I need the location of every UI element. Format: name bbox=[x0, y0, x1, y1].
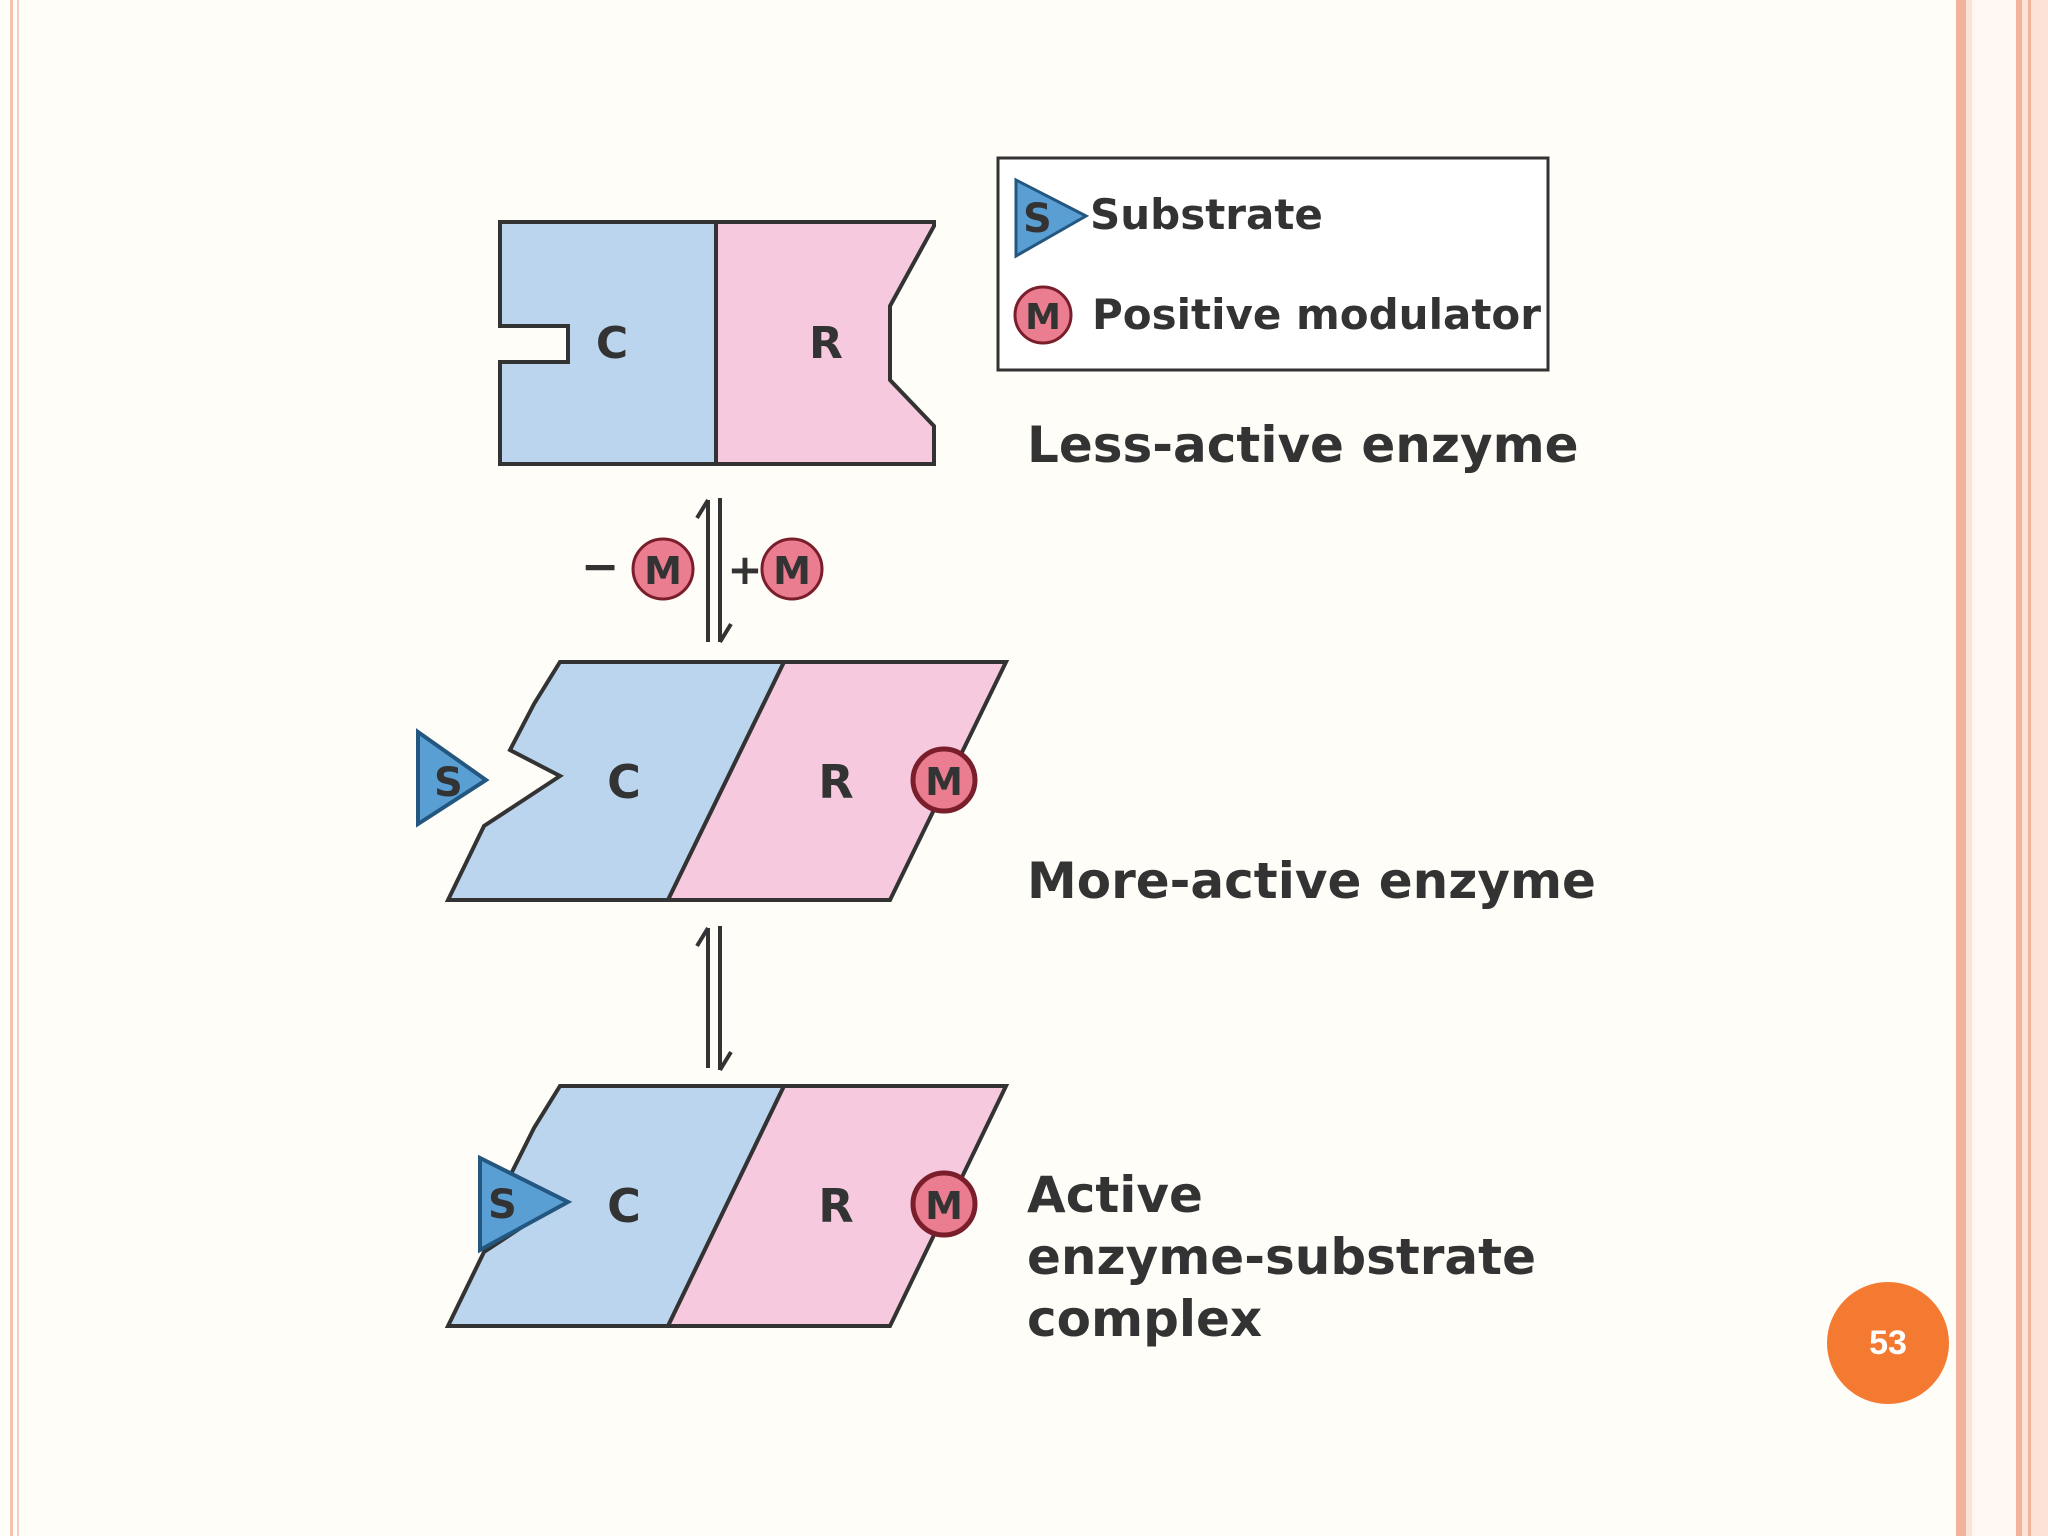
active-enzyme-substrate-complex: C R M S bbox=[444, 1084, 1010, 1328]
modulator-symbol: M bbox=[925, 1184, 963, 1228]
catalytic-label: C bbox=[596, 318, 628, 369]
more-active-enzyme: C R M S bbox=[416, 660, 1010, 902]
legend-substrate-icon: S bbox=[1014, 177, 1090, 259]
state-label-line: complex bbox=[1027, 1290, 1262, 1348]
regulatory-label: R bbox=[818, 755, 853, 809]
regulatory-label: R bbox=[809, 318, 843, 369]
legend-substrate-label: Substrate bbox=[1090, 190, 1323, 239]
add-modulator-sign: + bbox=[727, 545, 762, 594]
modulator-bound-icon: M bbox=[910, 1170, 978, 1238]
catalytic-label: C bbox=[607, 755, 641, 809]
less-active-enzyme: C R bbox=[498, 220, 936, 466]
state-label-active-complex: Active enzyme-substrate complex bbox=[1027, 1166, 1553, 1348]
bound-substrate-icon: S bbox=[478, 1154, 573, 1254]
legend: S Substrate M Positive modulator bbox=[996, 156, 1550, 372]
slide-frame-right bbox=[1956, 0, 2048, 1536]
substrate-symbol: S bbox=[434, 760, 463, 806]
modulator-symbol: M bbox=[773, 549, 811, 593]
state-label-line: enzyme-substrate bbox=[1027, 1228, 1536, 1286]
modulator-icon bbox=[631, 537, 695, 601]
modulator-symbol: M bbox=[925, 760, 963, 804]
state-label-line: Active bbox=[1027, 1166, 1203, 1224]
legend-modulator-icon: M bbox=[1013, 285, 1073, 345]
slide-frame-left bbox=[0, 0, 26, 1536]
equilibrium-arrows-2 bbox=[695, 926, 733, 1072]
equilibrium-arrows-1: − M + M bbox=[581, 498, 824, 644]
modulator-icon bbox=[760, 537, 824, 601]
free-substrate-icon: S bbox=[416, 728, 490, 828]
legend-substrate-symbol: S bbox=[1023, 196, 1052, 242]
state-label-less-active: Less-active enzyme bbox=[1027, 416, 1579, 474]
modulator-symbol: M bbox=[644, 549, 682, 593]
modulator-bound-icon: M bbox=[910, 746, 978, 814]
remove-modulator-sign: − bbox=[581, 539, 620, 593]
regulatory-label: R bbox=[818, 1179, 853, 1233]
slide-number-badge: 53 bbox=[1827, 1282, 1949, 1404]
regulatory-subunit bbox=[714, 220, 936, 466]
legend-modulator-symbol: M bbox=[1025, 297, 1061, 338]
legend-modulator-label: Positive modulator bbox=[1092, 290, 1541, 339]
regulatory-subunit bbox=[664, 1084, 1010, 1328]
state-label-more-active: More-active enzyme bbox=[1027, 852, 1596, 910]
catalytic-label: C bbox=[607, 1179, 641, 1233]
regulatory-subunit bbox=[664, 660, 1010, 902]
substrate-symbol: S bbox=[488, 1182, 517, 1228]
